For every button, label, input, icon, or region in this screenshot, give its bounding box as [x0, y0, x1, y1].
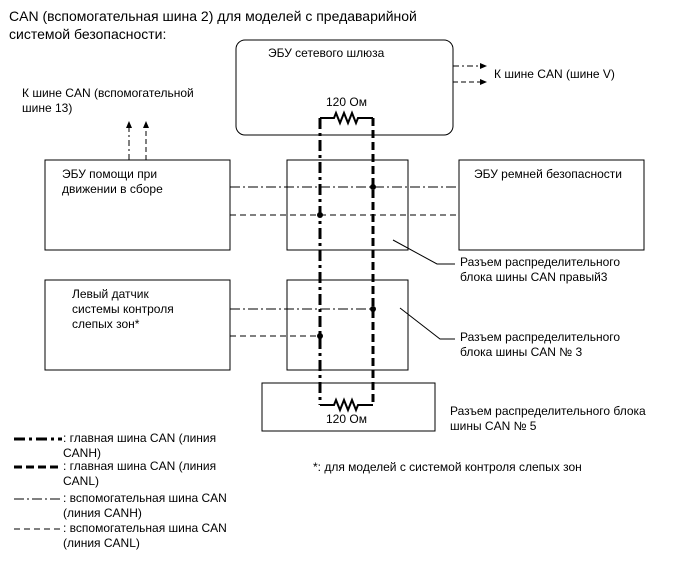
connector-5-label: Разъем распределительного блока шины CAN… [450, 404, 646, 433]
title-line-2: системой безопасности: [9, 26, 167, 42]
gateway-ecu-label: ЭБУ сетевого шлюза [268, 46, 385, 60]
assist-ecu-label: ЭБУ помощи при движении в сборе [62, 167, 163, 196]
seatbelt-ecu-label: ЭБУ ремней безопасности [474, 167, 622, 181]
leader-connector-right [392, 239, 455, 265]
connector-3-box [286, 279, 409, 371]
leader-connector-3 [399, 307, 455, 340]
title-line-1: CAN (вспомогательная шина 2) для моделей… [9, 8, 417, 24]
seatbelt-ecu-box [458, 159, 645, 251]
resistor-bottom-label: 120 Ом [326, 412, 367, 426]
blind-spot-sensor-box [44, 279, 231, 371]
junction-dot [317, 212, 323, 218]
to-bus-13-label: К шине CAN (вспомогательной шине 13) [22, 86, 194, 115]
junction-dot [317, 333, 323, 339]
connector-right-label: Разъем распределительного блока шины CAN… [460, 255, 621, 284]
legend-sub-canh: : вспомогательная шина CAN (линия CANH) [63, 491, 227, 520]
legend-main-canh: : главная шина CAN (линия CANH) [63, 431, 217, 460]
junction-dot [370, 184, 376, 190]
legend-main-canl: : главная шина CAN (линия CANL) [63, 459, 217, 488]
connector-3-label: Разъем распределительного блока шины CAN… [460, 330, 621, 359]
resistor-top [320, 110, 373, 126]
connector-right-box [286, 159, 409, 251]
footnote: *: для моделей с системой контроля слепы… [313, 460, 582, 474]
resistor-top-label: 120 Ом [326, 95, 367, 109]
connector-5-box [261, 382, 436, 432]
to-bus-v-label: К шине CAN (шине V) [494, 67, 615, 81]
assist-ecu-box [44, 159, 231, 251]
blind-spot-sensor-label: Левый датчик системы контроля слепых зон… [72, 287, 174, 331]
resistor-bottom [320, 397, 373, 413]
gateway-ecu-box [235, 39, 454, 136]
junction-dot [370, 306, 376, 312]
legend-sub-canl: : вспомогательная шина CAN (линия CANL) [63, 521, 227, 550]
